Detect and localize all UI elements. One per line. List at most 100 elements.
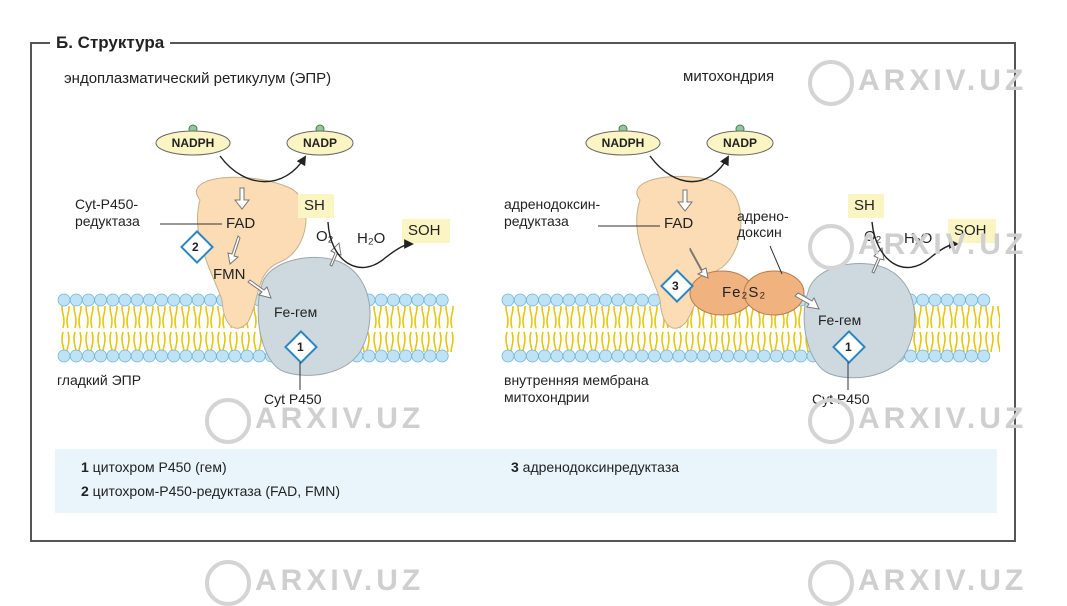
legend-item-1-text: цитохром P450 (гем) bbox=[88, 459, 227, 475]
watermark-text: ARXIV.UZ bbox=[858, 228, 1028, 261]
watermark-icon bbox=[205, 560, 251, 606]
er-cyt-label: Cyt P450 bbox=[264, 391, 322, 407]
lipid-head bbox=[240, 349, 254, 363]
mito-adrenodoxin-label: адрено- доксин bbox=[737, 208, 789, 240]
lipid-head bbox=[574, 293, 588, 307]
er-hollow-arrow-3 bbox=[247, 279, 272, 299]
lipid-head bbox=[435, 293, 449, 307]
er-badge-2-label: 2 bbox=[192, 240, 199, 254]
lipid-head bbox=[550, 349, 564, 363]
er-hollow-arrow-1 bbox=[233, 187, 251, 210]
mito-adrenodoxin-pointer bbox=[769, 245, 783, 275]
mito-nadph-group bbox=[585, 124, 661, 156]
lipid-head bbox=[599, 349, 612, 363]
lipid-head bbox=[513, 293, 527, 307]
lipid-head bbox=[191, 293, 205, 307]
lipid-head bbox=[155, 349, 169, 363]
lipid-head bbox=[106, 349, 120, 363]
watermark-text: ARXIV.UZ bbox=[858, 402, 1028, 435]
lipid-head bbox=[252, 349, 266, 363]
lipid-head bbox=[411, 349, 425, 363]
lipid-head bbox=[374, 349, 388, 363]
legend-item-2-text: цитохром-P450-редуктаза (FAD, FMN) bbox=[88, 483, 340, 499]
lipid-head bbox=[386, 349, 400, 363]
legend-item-3-number: 3 bbox=[511, 459, 519, 475]
lipid-head bbox=[574, 349, 588, 363]
er-hollow-arrow-4 bbox=[329, 241, 342, 267]
mito-adrenodoxin-shape-2 bbox=[743, 270, 805, 316]
lipid-head bbox=[526, 293, 539, 307]
er-nadph-group bbox=[155, 124, 231, 156]
er-heading: эндоплазматический ретикулум (ЭПР) bbox=[64, 70, 332, 87]
lipid-head bbox=[435, 349, 449, 363]
lipid-head bbox=[562, 349, 576, 363]
er-h2o-label: H₂O bbox=[357, 230, 386, 247]
lipid-head bbox=[660, 349, 673, 363]
mito-membrane-label: внутренняя мембрана митохондрии bbox=[504, 372, 649, 405]
lipid-head bbox=[977, 293, 991, 307]
er-soh-box bbox=[402, 219, 450, 243]
er-badge-1 bbox=[284, 330, 318, 364]
watermark-text: ARXIV.UZ bbox=[858, 564, 1028, 597]
er-sh-label: SH bbox=[304, 197, 325, 214]
watermark-icon bbox=[205, 398, 251, 444]
er-o2-label: O₂ bbox=[316, 228, 334, 245]
lipid-head bbox=[538, 293, 551, 307]
lipid-head bbox=[745, 349, 759, 363]
lipid-head bbox=[940, 293, 954, 307]
lipid-head bbox=[611, 293, 625, 307]
er-heme-label: Fe-гем bbox=[274, 304, 318, 320]
lipid-head bbox=[916, 293, 930, 307]
lipid-head bbox=[757, 349, 771, 363]
lipid-head bbox=[399, 293, 413, 307]
er-reductase-label: Cyt-P450- редуктаза bbox=[75, 196, 140, 229]
mito-nadph-arrow bbox=[649, 155, 729, 183]
lipid-head bbox=[118, 349, 132, 363]
lipid-head bbox=[399, 349, 413, 363]
lipid-head bbox=[587, 293, 600, 307]
lipid-head bbox=[977, 349, 991, 363]
lipid-head bbox=[684, 349, 698, 363]
mito-heading: митохондрия bbox=[683, 68, 775, 85]
er-soh-label: SOH bbox=[408, 222, 441, 239]
mito-nadp-group bbox=[706, 124, 774, 156]
mito-hollow-arrow-3 bbox=[794, 292, 820, 310]
lipid-head bbox=[940, 349, 954, 363]
lipid-head bbox=[928, 349, 942, 363]
lipid-head bbox=[733, 349, 747, 363]
lipid-head bbox=[721, 349, 734, 363]
lipid-head bbox=[94, 349, 107, 363]
mito-hollow-arrow-2 bbox=[689, 247, 709, 279]
mito-soh-label: SOH bbox=[954, 222, 987, 239]
mito-fad-label: FAD bbox=[664, 215, 694, 232]
lipid-head bbox=[69, 293, 83, 307]
watermark-icon bbox=[808, 224, 854, 270]
mito-reductase-label: адренодоксин- редуктаза bbox=[504, 196, 601, 229]
er-fmn-label: FMN bbox=[213, 266, 246, 283]
watermark-icon bbox=[808, 60, 854, 106]
mito-badge-1-label: 1 bbox=[845, 340, 852, 354]
mito-soh-box bbox=[948, 219, 996, 243]
lipid-head bbox=[374, 293, 388, 307]
legend-item-1-number: 1 bbox=[81, 459, 89, 475]
lipid-head bbox=[203, 349, 217, 363]
lipid-head bbox=[118, 293, 132, 307]
lipid-head bbox=[228, 349, 242, 363]
lipid-head bbox=[69, 349, 83, 363]
lipid-head bbox=[538, 349, 551, 363]
lipid-head bbox=[709, 349, 722, 363]
mito-sh-box bbox=[848, 194, 884, 218]
legend-item-3: 3 адренодоксинредуктаза bbox=[511, 459, 679, 475]
lipid-head bbox=[362, 349, 376, 363]
er-membrane bbox=[57, 293, 454, 363]
lipid-head bbox=[191, 349, 205, 363]
mito-h2o-label: H₂O bbox=[904, 230, 933, 247]
lipid-head bbox=[501, 349, 515, 363]
mito-reaction-arrow bbox=[871, 221, 959, 269]
lipid-head bbox=[106, 293, 120, 307]
watermark-text: ARXIV.UZ bbox=[255, 402, 425, 435]
structure-frame bbox=[30, 42, 1016, 542]
legend-item-2: 2 цитохром-P450-редуктаза (FAD, FMN) bbox=[81, 483, 340, 499]
er-hollow-arrow-2 bbox=[227, 235, 241, 265]
